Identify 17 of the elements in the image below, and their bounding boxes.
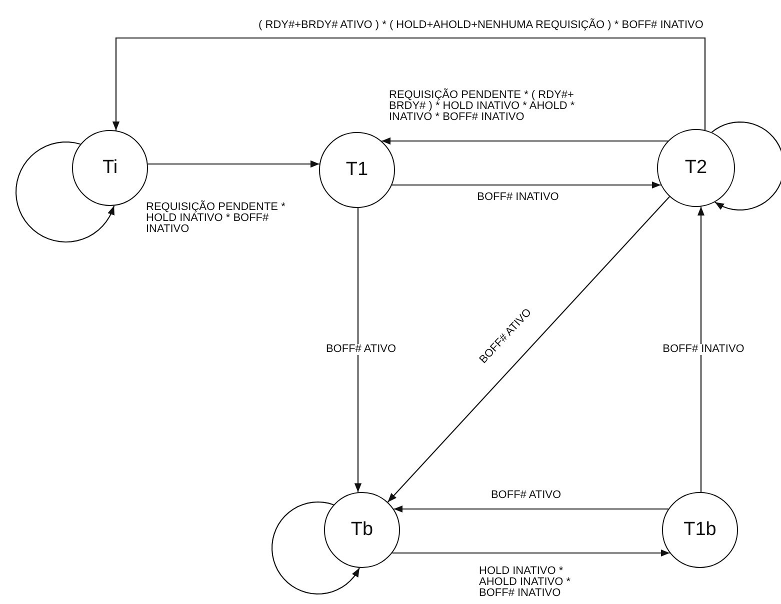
state-name: T1b xyxy=(684,519,716,541)
transition-arrow xyxy=(392,549,670,557)
state-name: T1 xyxy=(346,159,368,181)
transition-arrow xyxy=(387,196,670,502)
transition-arrow xyxy=(697,206,705,492)
self-loop-arrow xyxy=(15,142,115,243)
transition-arrow xyxy=(148,160,320,168)
state-name: Tb xyxy=(350,519,374,541)
state-name: Ti xyxy=(102,157,118,179)
self-loop-arrow xyxy=(271,501,360,595)
transition-arrow xyxy=(392,181,661,189)
transition-arrow xyxy=(354,208,362,492)
self-loop-arrow xyxy=(711,121,781,210)
transition-arrow xyxy=(394,505,668,513)
transition-arrow xyxy=(382,137,668,145)
transition-arrow xyxy=(112,37,706,130)
state-name: T2 xyxy=(684,157,708,179)
